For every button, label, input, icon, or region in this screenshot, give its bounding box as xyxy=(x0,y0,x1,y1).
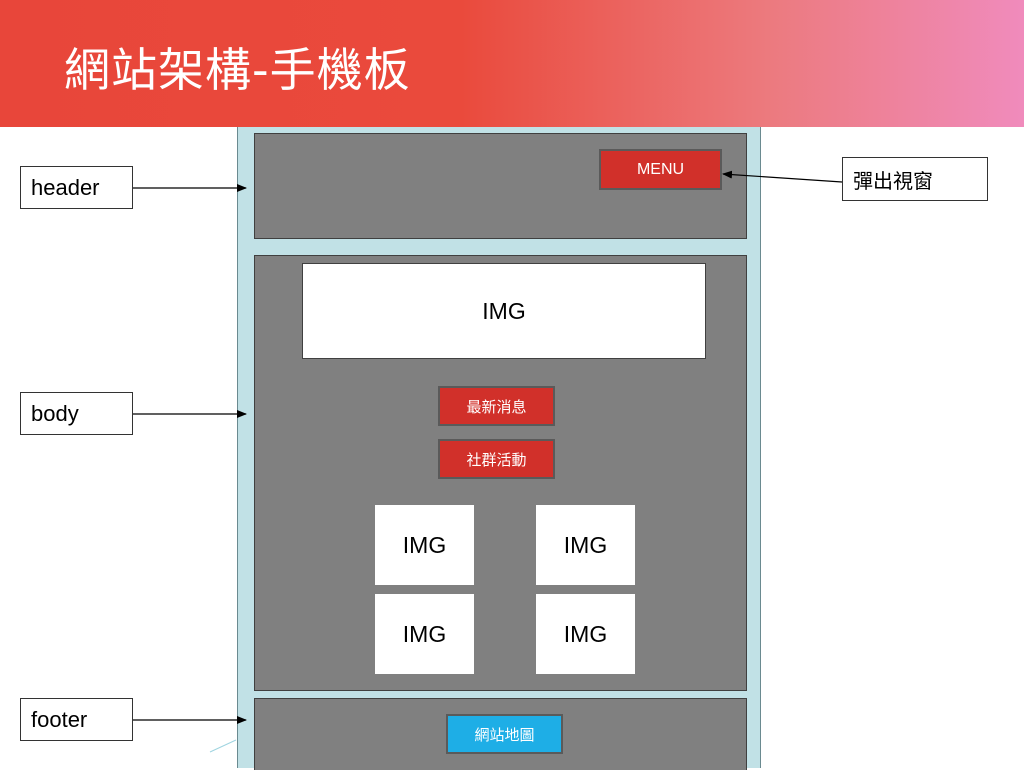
title-banner: 網站架構-手機板 xyxy=(0,0,1024,127)
decorative-stroke xyxy=(209,739,237,753)
sitemap-button[interactable]: 網站地圖 xyxy=(446,714,563,754)
header-label: header xyxy=(20,166,133,209)
popup-label: 彈出視窗 xyxy=(842,157,988,201)
banner-image-placeholder: IMG xyxy=(302,263,706,359)
thumbnail-image-placeholder: IMG xyxy=(536,594,635,674)
footer-label: footer xyxy=(20,698,133,741)
menu-button[interactable]: MENU xyxy=(599,149,722,190)
thumbnail-image-placeholder: IMG xyxy=(375,505,474,585)
social-events-button[interactable]: 社群活動 xyxy=(438,439,555,479)
news-button[interactable]: 最新消息 xyxy=(438,386,555,426)
body-label: body xyxy=(20,392,133,435)
thumbnail-image-placeholder: IMG xyxy=(536,505,635,585)
page-title: 網站架構-手機板 xyxy=(64,43,411,97)
thumbnail-image-placeholder: IMG xyxy=(375,594,474,674)
